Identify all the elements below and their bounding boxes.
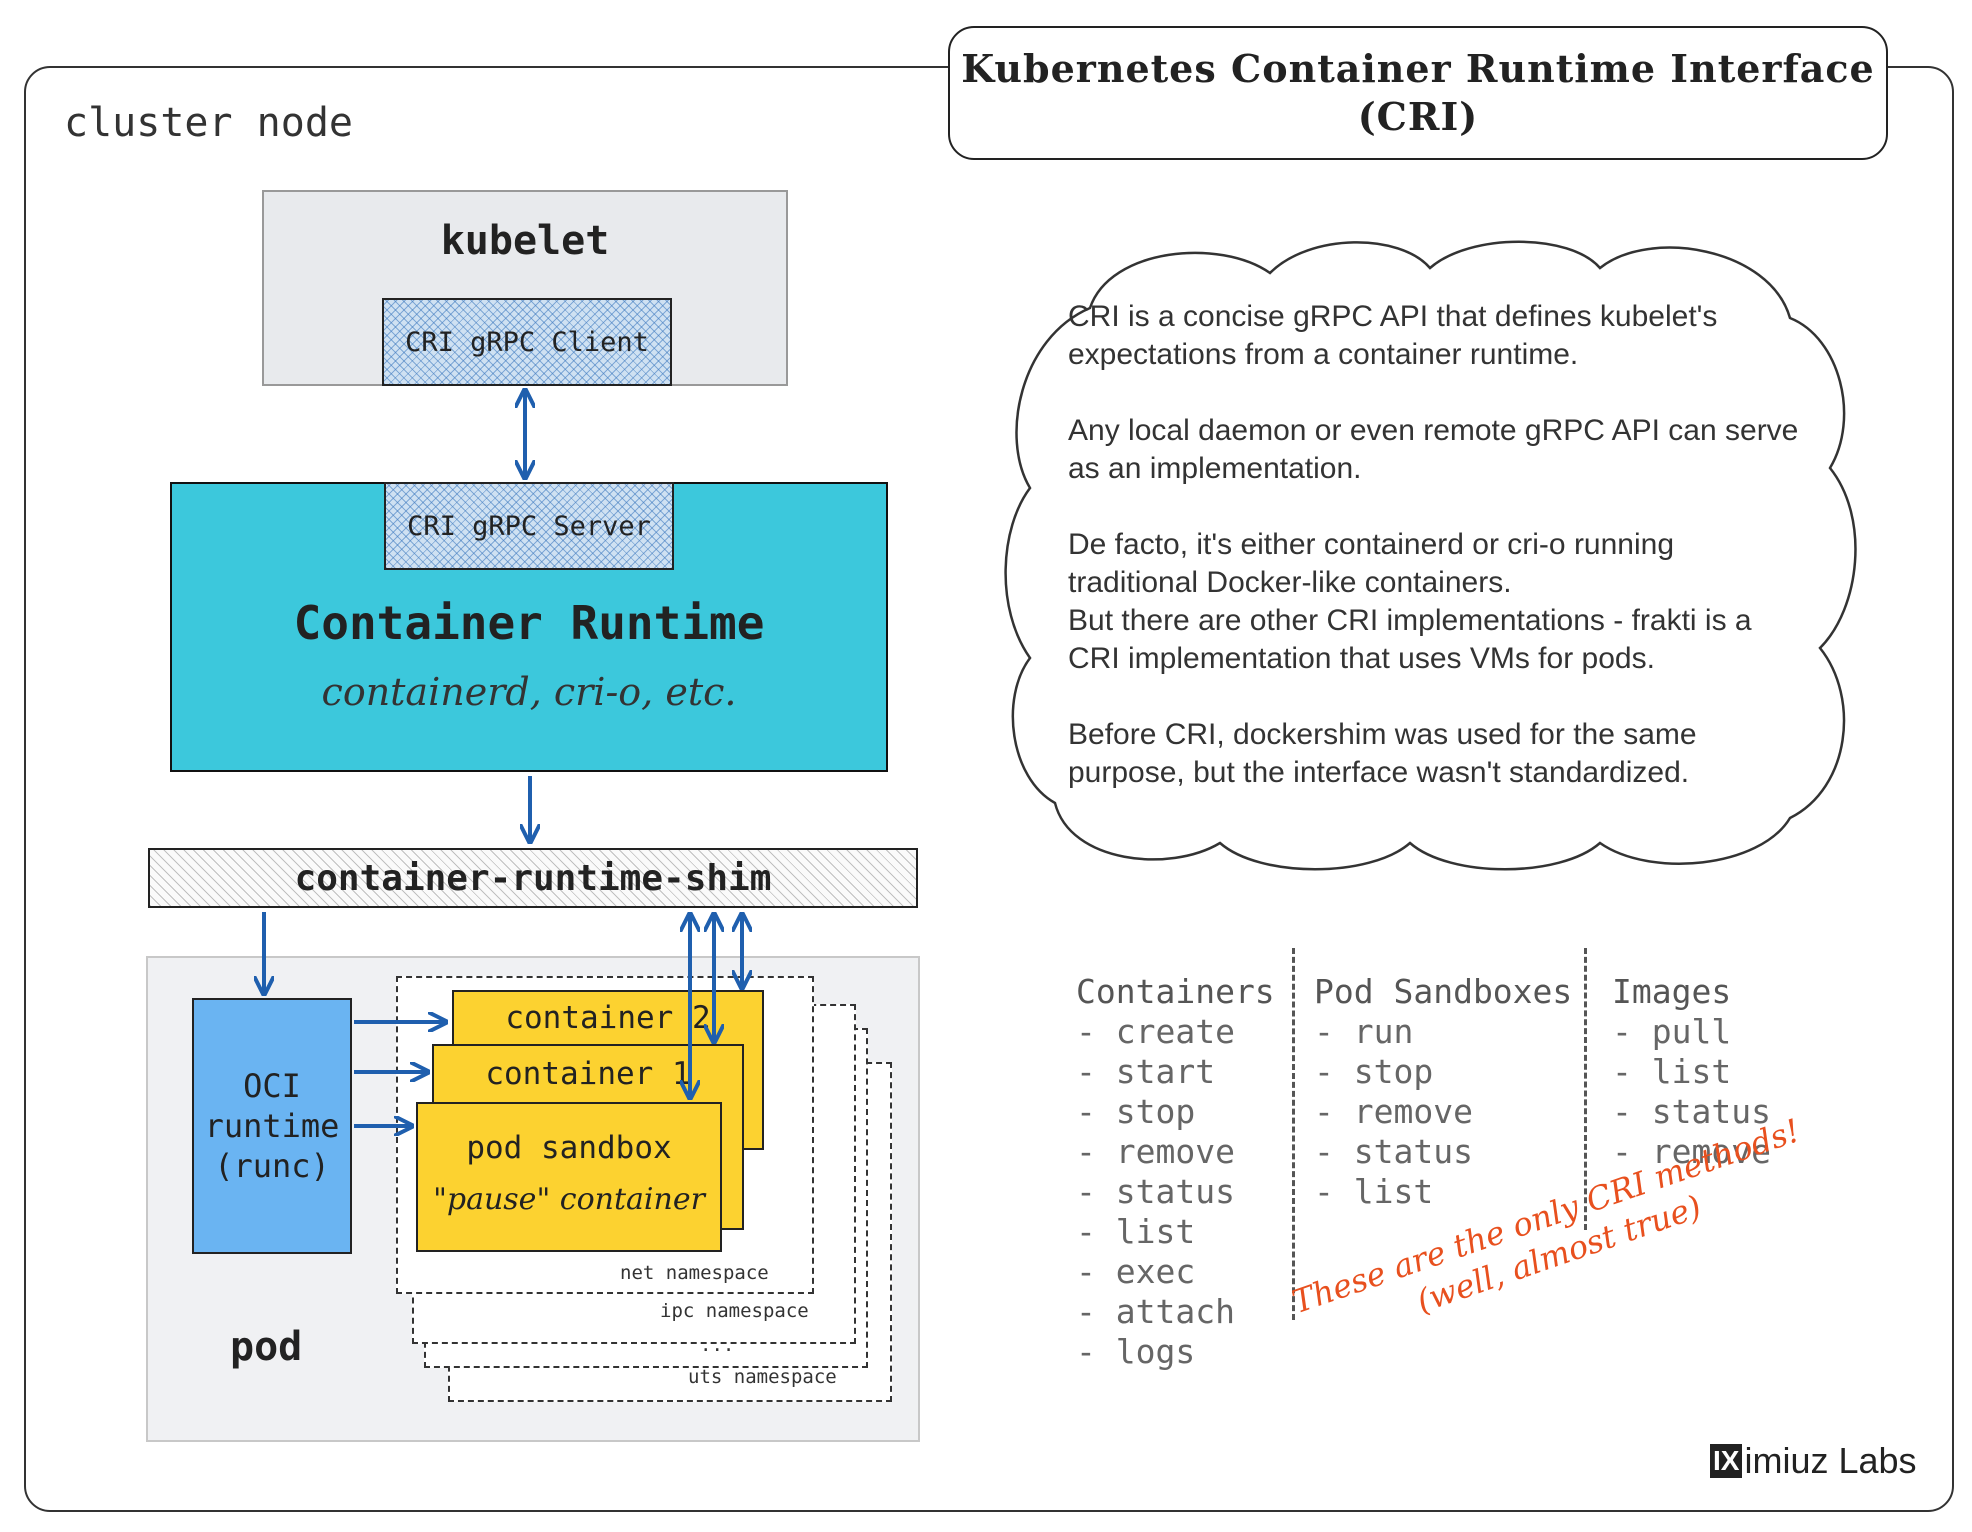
description-para-5: Before CRI, dockershim was used for the … [1068,718,1697,789]
container-runtime-shim: container-runtime-shim [148,848,918,908]
cri-description: CRI is a concise gRPC API that defines k… [1068,298,1808,830]
method-item: - stop [1314,1052,1434,1091]
method-item: - pull [1612,1012,1732,1051]
kubelet-label: kubelet [440,218,610,264]
method-item: - remove [1076,1132,1235,1171]
net-namespace-label: net namespace [620,1262,769,1284]
oci-runtime-box: OCI runtime (runc) [192,998,352,1254]
method-item: - list [1076,1212,1196,1251]
title-line-1: Kubernetes Container Runtime Interface [961,46,1875,91]
method-item: - exec [1076,1252,1196,1291]
title-box: Kubernetes Container Runtime Interface (… [948,26,1888,160]
method-item: - logs [1076,1332,1196,1371]
methods-divider-2 [1584,948,1587,1230]
title-line-2: (CRI) [1357,94,1479,139]
cloud-shape [1004,240,1857,871]
oci-runtime-line-3: (runc) [214,1147,330,1185]
brand-name: imiuz Labs [1744,1440,1917,1481]
pod-sandboxes-methods: Pod Sandboxes - run - stop - remove - st… [1314,972,1572,1212]
method-item: - run [1314,1012,1414,1051]
method-item: - remove [1314,1092,1473,1131]
method-item: - stop [1076,1092,1196,1131]
container-runtime-examples: containerd, cri-o, etc. [321,670,737,714]
pod-sandbox: pod sandbox "pause" container [416,1102,722,1252]
method-item: - remove [1612,1132,1771,1171]
pod-sandbox-label: pod sandbox [466,1130,672,1166]
container-1-label: container 1 [485,1056,691,1092]
images-methods: Images - pull - list - status - remove [1612,972,1771,1172]
method-item: - create [1076,1012,1235,1051]
methods-divider-1 [1292,948,1295,1320]
container-runtime-label: Container Runtime [293,596,765,650]
method-item: - attach [1076,1292,1235,1331]
pause-container-label: "pause" container [433,1182,705,1217]
description-para-3: De facto, it's either containerd or cri-… [1068,528,1675,599]
iximiuz-labs-logo: IX imiuz Labs [1710,1440,1917,1482]
method-item: - start [1076,1052,1216,1091]
pod-sandboxes-methods-heading: Pod Sandboxes [1314,972,1573,1011]
method-item: - status [1314,1132,1473,1171]
description-para-4: But there are other CRI implementations … [1068,604,1752,675]
cri-grpc-client: CRI gRPC Client [382,298,672,386]
uts-namespace-label: uts namespace [688,1366,837,1388]
oci-runtime-line-1: OCI [243,1067,301,1105]
method-item: - list [1612,1052,1732,1091]
cluster-node-label: cluster node [64,100,353,146]
cri-grpc-server: CRI gRPC Server [384,482,674,570]
pod-label: pod [230,1324,303,1370]
oci-runtime-line-2: runtime [204,1107,340,1145]
container-2-label: container 2 [505,1000,711,1036]
method-item: - list [1314,1172,1434,1211]
ipc-namespace-label: ipc namespace [660,1300,809,1322]
containers-methods-heading: Containers [1076,972,1275,1011]
description-para-2: Any local daemon or even remote gRPC API… [1068,414,1799,485]
description-para-1: CRI is a concise gRPC API that defines k… [1068,300,1718,371]
images-methods-heading: Images [1612,972,1732,1011]
method-item: - status [1076,1172,1235,1211]
containers-methods: Containers - create - start - stop - rem… [1076,972,1275,1372]
brand-mark: IX [1710,1444,1743,1478]
method-item: - status [1612,1092,1771,1131]
